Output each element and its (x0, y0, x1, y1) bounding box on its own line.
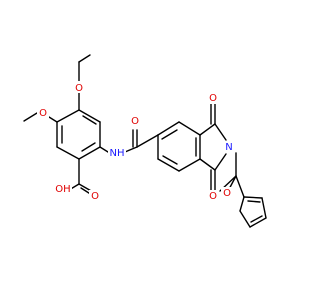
methoxy-group-left (23, 112, 58, 123)
methoxy-group-top (78, 54, 91, 111)
imide-nitrogen: N (225, 142, 232, 153)
acid-carbonyl-oxygen: O (91, 191, 99, 202)
methoxy-oxygen-top: O (75, 83, 83, 94)
furan-oxygen: O (223, 188, 231, 199)
benzoic-acid-ring (56, 109, 101, 160)
molecule-structure: O O OH O NH O N O O O (23, 54, 267, 228)
imide-ring (199, 102, 227, 192)
carboxylic-acid-group (68, 158, 94, 196)
imide-oxygen-top: O (209, 93, 217, 104)
furan-ring (226, 175, 267, 228)
acid-hydroxyl: OH (55, 184, 70, 195)
atom-labels: O O OH O NH O N O O O (37, 81, 235, 202)
amide-nitrogen: NH (110, 148, 125, 159)
molecule-diagram: O O OH O NH O N O O O (23, 54, 267, 228)
methoxy-oxygen-left: O (39, 108, 47, 119)
imide-oxygen-bottom: O (209, 191, 217, 202)
amide-carbonyl-oxygen: O (131, 116, 139, 127)
isoindoline-benzo-ring (157, 121, 201, 172)
amide-linker (99, 129, 159, 153)
